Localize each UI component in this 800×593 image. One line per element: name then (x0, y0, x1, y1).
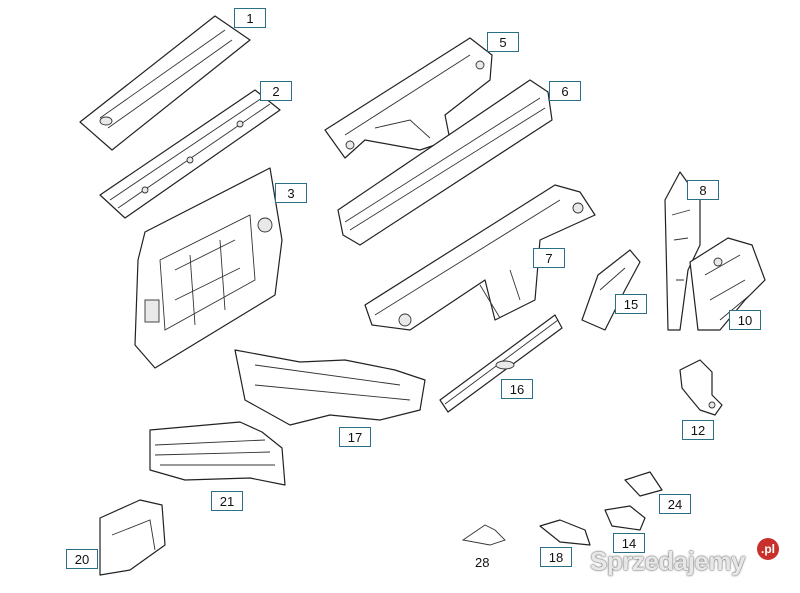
part-1-shape (79, 15, 251, 151)
label-20: 20 (66, 549, 98, 569)
part-15-shape (581, 249, 641, 331)
label-7: 7 (533, 248, 565, 268)
part-17-shape (234, 349, 426, 426)
label-12: 12 (682, 420, 714, 440)
label-8: 8 (687, 180, 719, 200)
label-18: 18 (540, 547, 572, 567)
label-24: 24 (659, 494, 691, 514)
label-3: 3 (275, 183, 307, 203)
watermark-text: Sprzedajemy (590, 546, 745, 576)
part-3-shape (134, 167, 283, 369)
part-24-shape (624, 471, 663, 497)
label-1: 1 (234, 8, 266, 28)
label-17: 17 (339, 427, 371, 447)
part-28-shape (461, 524, 506, 546)
part-14-shape (604, 505, 646, 531)
part-20-shape (99, 499, 166, 576)
part-5-shape (324, 37, 493, 159)
label-14: 14 (613, 533, 645, 553)
part-6-shape (337, 79, 553, 246)
label-28: 28 (475, 555, 490, 570)
watermark-badge: .pl (757, 538, 779, 560)
part-2-shape (99, 89, 281, 219)
label-5: 5 (487, 32, 519, 52)
label-6: 6 (549, 81, 581, 101)
label-2: 2 (260, 81, 292, 101)
label-21: 21 (211, 491, 243, 511)
label-16: 16 (501, 379, 533, 399)
part-16-shape (439, 314, 563, 413)
label-15: 15 (615, 294, 647, 314)
part-8-shape (664, 171, 701, 331)
part-7-shape (364, 184, 596, 331)
part-18-shape (539, 519, 591, 546)
part-21-shape (149, 421, 286, 486)
label-10: 10 (729, 310, 761, 330)
part-12-shape (679, 359, 723, 416)
part-10-shape (689, 237, 766, 331)
